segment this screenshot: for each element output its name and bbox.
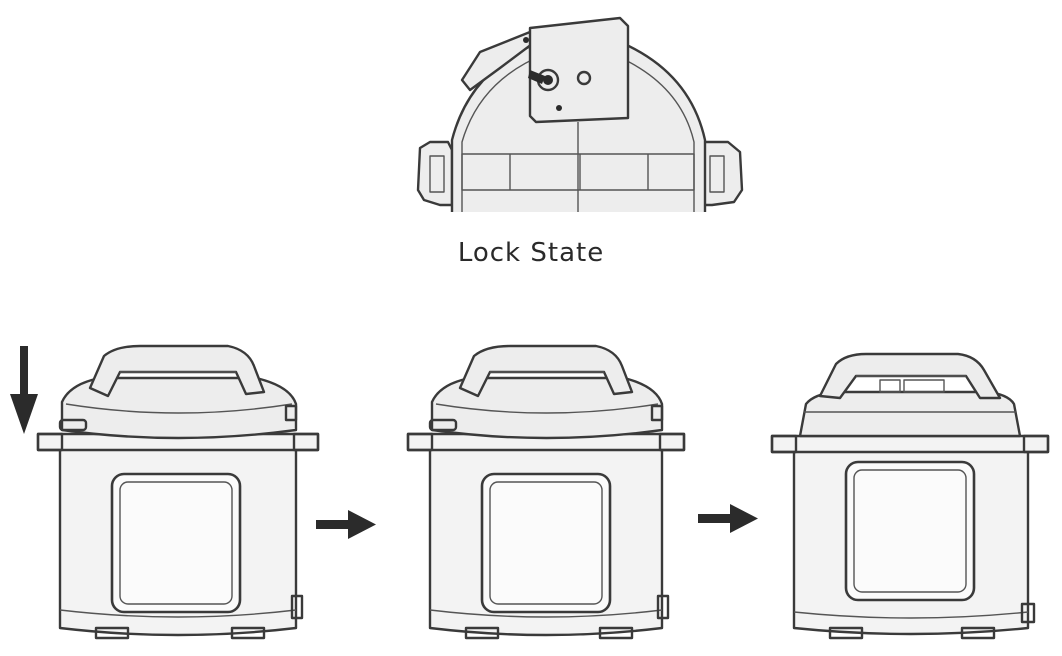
rim-handle-left bbox=[406, 432, 434, 452]
front-window-inner bbox=[119, 481, 233, 605]
lock-state-top-view bbox=[416, 16, 744, 212]
lid bbox=[430, 376, 664, 440]
step-arrow-2 bbox=[698, 504, 758, 533]
rim-handle-right bbox=[292, 432, 320, 452]
foot-right bbox=[598, 626, 634, 640]
float-valve bbox=[576, 70, 592, 86]
right-handle-tab bbox=[701, 140, 744, 207]
step-arrow-2-shaft bbox=[698, 514, 734, 523]
front-window bbox=[480, 472, 612, 614]
lid-tab bbox=[58, 418, 88, 432]
rim-handle-left bbox=[770, 434, 798, 454]
side-latch bbox=[656, 594, 670, 620]
rim-handle-right bbox=[658, 432, 686, 452]
panel-dot-bottom bbox=[556, 105, 562, 111]
cooker-step-2 bbox=[406, 344, 686, 640]
rim-handle-right bbox=[1022, 434, 1050, 454]
rim-handle-left bbox=[36, 432, 64, 452]
cooker-step-3 bbox=[770, 352, 1050, 640]
foot-left bbox=[464, 626, 500, 640]
pot-base-line bbox=[59, 609, 297, 618]
foot-left bbox=[94, 626, 130, 640]
foot-right bbox=[230, 626, 266, 640]
left-handle-slot bbox=[429, 155, 445, 193]
front-window-inner bbox=[853, 469, 967, 593]
step-arrow-1-shaft bbox=[316, 520, 352, 529]
step-arrow-1-head bbox=[348, 510, 376, 539]
lid-side-knob bbox=[284, 404, 298, 422]
lid-side-knob bbox=[650, 404, 664, 422]
release-valve-center bbox=[543, 75, 553, 85]
lid bbox=[60, 376, 298, 440]
side-latch bbox=[1020, 602, 1036, 624]
front-window bbox=[844, 460, 976, 602]
step-arrow-1 bbox=[316, 510, 376, 539]
front-window-inner bbox=[489, 481, 603, 605]
foot-left bbox=[828, 626, 864, 640]
pot-base-line bbox=[429, 609, 663, 618]
step-arrow-2-head bbox=[730, 504, 758, 533]
lid-tab bbox=[428, 418, 458, 432]
pot-rim bbox=[770, 434, 1050, 454]
down-arrow-head bbox=[10, 394, 38, 434]
pot-base-line bbox=[793, 611, 1029, 619]
valve-panel bbox=[528, 16, 630, 124]
lid-handle-grip bbox=[903, 379, 945, 393]
front-window bbox=[110, 472, 242, 614]
lid-edge bbox=[65, 403, 293, 414]
lock-state-caption: Lock State bbox=[457, 238, 605, 268]
lid-handle bbox=[458, 344, 634, 398]
down-arrow-shaft bbox=[20, 346, 28, 398]
left-handle-tab bbox=[416, 140, 454, 207]
valve-knob bbox=[528, 70, 545, 84]
side-latch bbox=[290, 594, 304, 620]
foot-right bbox=[960, 626, 996, 640]
lid-edge bbox=[435, 403, 659, 414]
lid-handle bbox=[88, 344, 266, 398]
right-handle-slot bbox=[709, 155, 725, 193]
lid-handle-window bbox=[879, 379, 901, 393]
cooker-step-1 bbox=[10, 344, 320, 640]
panel-dot-top bbox=[523, 37, 529, 43]
